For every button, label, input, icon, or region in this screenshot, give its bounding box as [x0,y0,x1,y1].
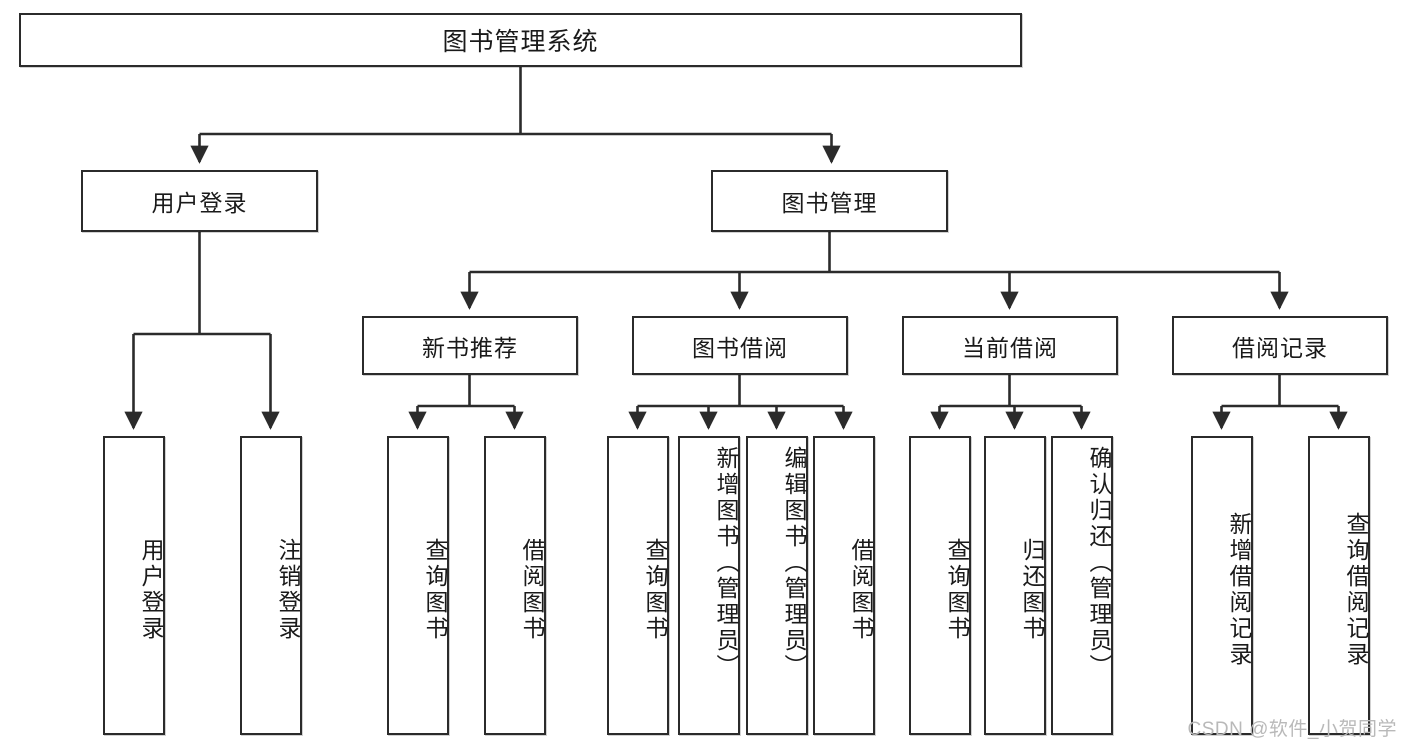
node-leaf-query-book-1[interactable]: 查询图书 [387,436,449,735]
node-leaf-return-book[interactable]: 归还图书 [984,436,1046,735]
node-leaf-add-record[interactable]: 新增借阅记录 [1191,436,1253,735]
node-leaf-query-book-3[interactable]: 查询图书 [909,436,971,735]
node-new-book-rec[interactable]: 新书推荐 [362,316,578,375]
node-book-manage[interactable]: 图书管理 [711,170,948,232]
node-new-book-rec-label: 新书推荐 [422,334,518,361]
node-leaf-query-record[interactable]: 查询借阅记录 [1308,436,1370,735]
node-leaf-confirm-return-label: 确认归还（管理员） [1086,446,1112,680]
node-leaf-query-book-3-label: 查询图书 [944,537,970,642]
node-leaf-add-record-label: 新增借阅记录 [1226,511,1252,668]
node-leaf-return-book-label: 归还图书 [1019,537,1045,642]
node-root[interactable]: 图书管理系统 [19,13,1022,67]
node-leaf-user-login-label: 用户登录 [138,537,164,642]
node-leaf-user-logout[interactable]: 注销登录 [240,436,302,735]
node-book-borrow[interactable]: 图书借阅 [632,316,848,375]
node-leaf-borrow-book-1[interactable]: 借阅图书 [484,436,546,735]
node-leaf-user-login[interactable]: 用户登录 [103,436,165,735]
node-leaf-query-book-2[interactable]: 查询图书 [607,436,669,735]
node-leaf-user-logout-label: 注销登录 [275,537,301,642]
node-leaf-borrow-book-2-label: 借阅图书 [848,537,874,642]
node-leaf-borrow-book-2[interactable]: 借阅图书 [813,436,875,735]
node-user-login-label: 用户登录 [151,190,248,216]
node-leaf-confirm-return[interactable]: 确认归还（管理员） [1051,436,1113,735]
node-leaf-borrow-book-1-label: 借阅图书 [519,537,545,642]
node-leaf-add-book[interactable]: 新增图书（管理员） [678,436,740,735]
node-borrow-record[interactable]: 借阅记录 [1172,316,1388,375]
node-leaf-add-book-label: 新增图书（管理员） [713,446,739,680]
node-current-borrow-label: 当前借阅 [962,334,1058,361]
node-book-borrow-label: 图书借阅 [692,334,788,361]
node-book-manage-label: 图书管理 [781,190,878,216]
node-borrow-record-label: 借阅记录 [1232,334,1328,361]
node-leaf-edit-book-label: 编辑图书（管理员） [781,446,807,680]
node-leaf-query-book-1-label: 查询图书 [422,537,448,642]
node-user-login[interactable]: 用户登录 [81,170,318,232]
node-leaf-query-record-label: 查询借阅记录 [1343,511,1369,668]
node-root-label: 图书管理系统 [442,28,599,56]
node-leaf-edit-book[interactable]: 编辑图书（管理员） [746,436,808,735]
node-current-borrow[interactable]: 当前借阅 [902,316,1118,375]
node-leaf-query-book-2-label: 查询图书 [642,537,668,642]
watermark: CSDN @软件_小贺同学 [1187,719,1397,740]
